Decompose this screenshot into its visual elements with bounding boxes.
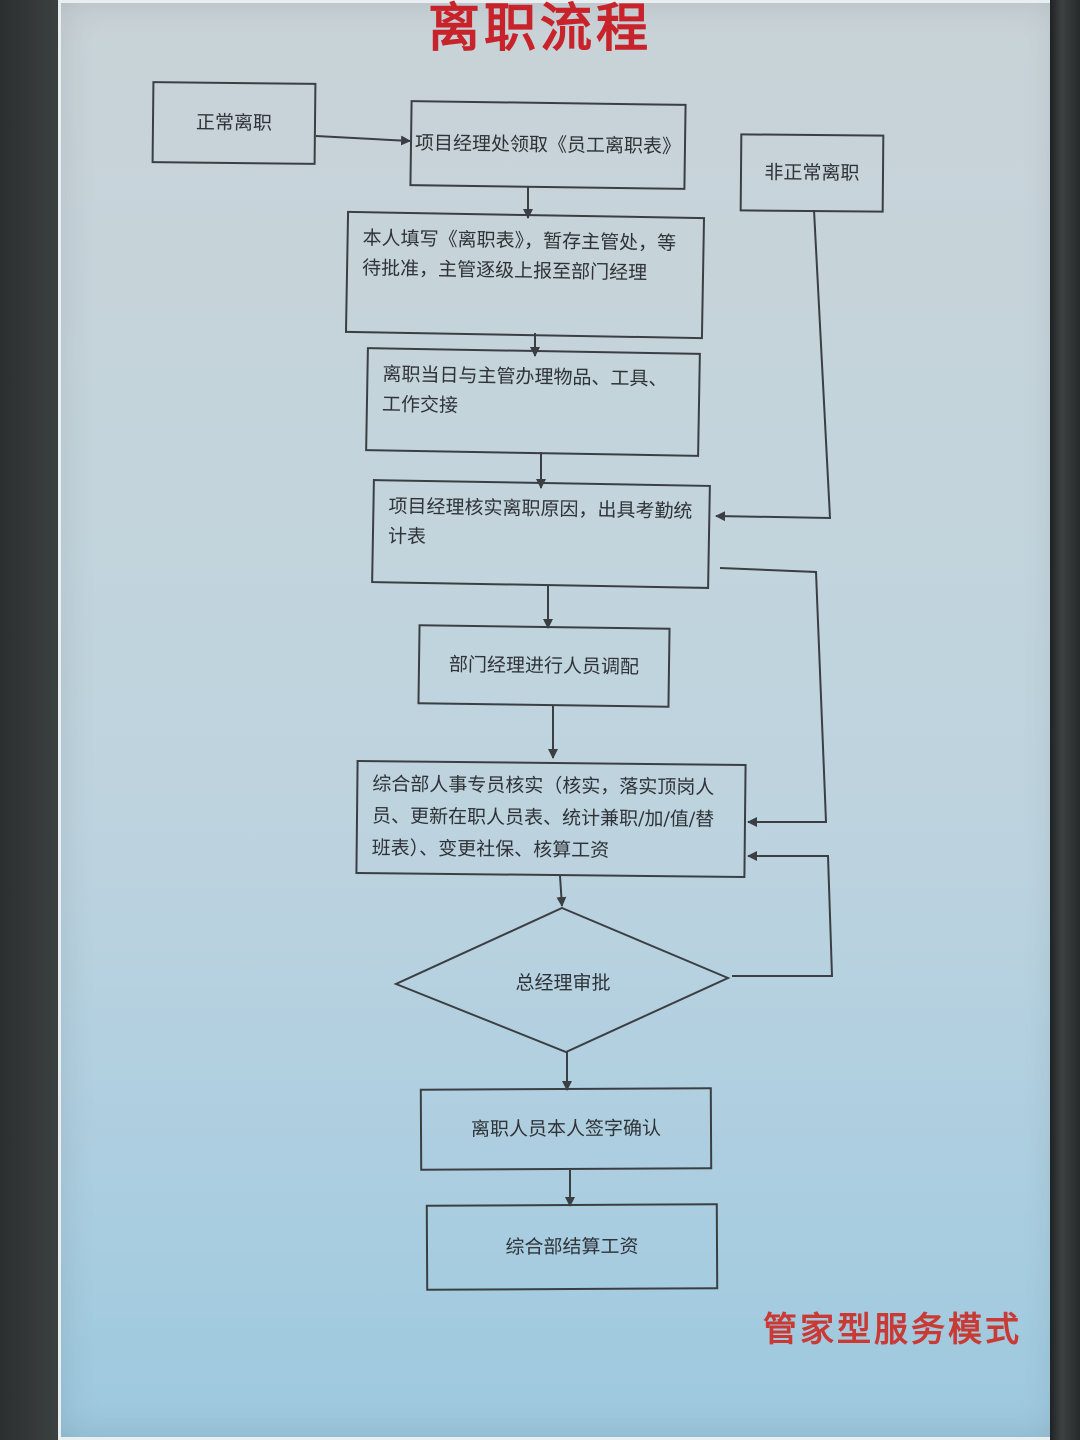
node-handover-label: 离职当日与主管办理物品、工具、工作交接 — [381, 363, 668, 417]
node-fill-form-label: 本人填写《离职表》，暂存主管处，等待批准，主管逐级上报至部门经理 — [361, 227, 677, 285]
node-verify-reason-label: 项目经理核实离职原因，出具考勤统计表 — [387, 495, 693, 548]
node-sign-confirm-label: 离职人员本人签字确认 — [470, 1117, 662, 1141]
node-get-form: 项目经理处领取《员工离职表》 — [409, 100, 687, 190]
arrow-hr-to-gm — [556, 875, 567, 907]
node-get-form-label: 项目经理处领取《员工离职表》 — [414, 132, 682, 158]
node-normal-resign: 正常离职 — [151, 81, 317, 165]
footer-slogan: 管家型服务模式 — [763, 1310, 1022, 1350]
node-gm-approve-label: 总经理审批 — [515, 972, 611, 994]
arrow-verify-to-hr — [719, 567, 828, 827]
node-sign-confirm: 离职人员本人签字确认 — [419, 1087, 713, 1171]
node-handover: 离职当日与主管办理物品、工具、工作交接 — [365, 347, 701, 457]
arrow-normal-to-getform — [315, 135, 411, 146]
node-normal-resign-label: 正常离职 — [195, 111, 273, 135]
arrow-gm-loop-to-hr — [732, 851, 834, 977]
node-settle-salary-label: 综合部结算工资 — [505, 1235, 639, 1259]
node-fill-form: 本人填写《离职表》，暂存主管处，等待批准，主管逐级上报至部门经理 — [344, 210, 706, 340]
node-hr-verify: 综合部人事专员核实（核实，落实顶岗人员、更新在职人员表、统计兼职/加/值/替班表… — [355, 759, 747, 879]
node-reassign: 部门经理进行人员调配 — [417, 624, 671, 708]
node-settle-salary: 综合部结算工资 — [425, 1203, 719, 1291]
node-abnormal-resign-label: 非正常离职 — [764, 161, 860, 185]
arrow-abnormal-to-verify — [715, 209, 832, 522]
node-hr-verify-label: 综合部人事专员核实（核实，落实顶岗人员、更新在职人员表、统计兼职/加/值/替班表… — [371, 773, 715, 862]
node-verify-reason: 项目经理核实离职原因，出具考勤统计表 — [371, 479, 711, 589]
frame-edge — [1050, 0, 1080, 1440]
node-reassign-label: 部门经理进行人员调配 — [448, 653, 640, 679]
node-abnormal-resign: 非正常离职 — [739, 133, 885, 213]
poster-board — [58, 0, 1060, 1440]
page-title: 离职流程 — [427, 0, 652, 59]
